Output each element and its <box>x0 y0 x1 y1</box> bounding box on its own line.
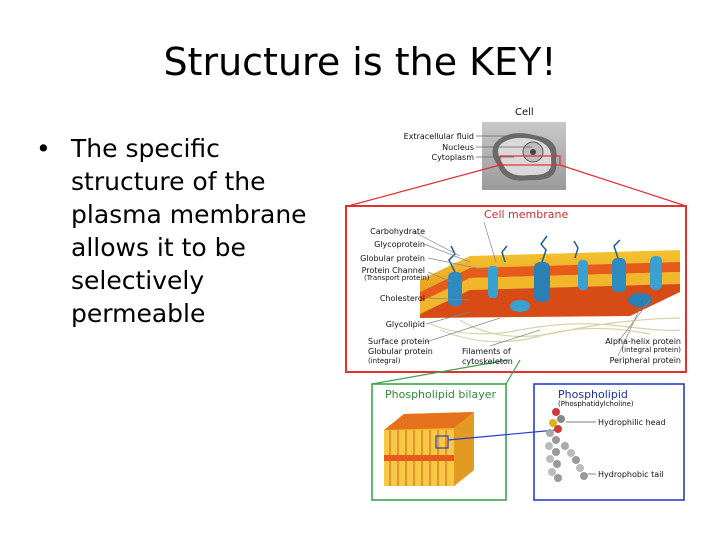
bullet-dot: • <box>36 134 51 163</box>
membrane-title: Cell membrane <box>484 208 569 221</box>
label-integral-protein: (integral protein) <box>621 346 681 354</box>
label-glycolipid: Glycolipid <box>385 320 425 329</box>
label-cholesterol: Cholesterol <box>379 294 425 303</box>
label-cytoskeleton: cytoskeleton <box>462 357 513 366</box>
label-hydrophilic-head: Hydrophilic head <box>598 418 666 427</box>
label-surface-protein: Surface protein <box>368 337 430 346</box>
slide-title: Structure is the KEY! <box>163 40 557 84</box>
cell-label-cytoplasm: Cytoplasm <box>431 153 474 162</box>
label-protein-channel: Protein Channel <box>361 266 425 275</box>
bilayer-title: Phospholipid bilayer <box>385 388 497 401</box>
cell-label: Cell <box>515 107 534 118</box>
cell-label-extracellular: Extracellular fluid <box>403 132 474 141</box>
label-carbohydrate: Carbohydrate <box>370 227 425 236</box>
label-peripheral-protein: Peripheral protein <box>609 356 681 365</box>
label-alpha-helix: Alpha-helix protein <box>605 337 681 346</box>
label-integral: (integral) <box>368 357 401 365</box>
cell-image <box>482 122 566 190</box>
cell-label-nucleus: Nucleus <box>442 143 474 152</box>
label-filaments: Filaments of <box>462 347 511 356</box>
phospholipid-molecule <box>545 408 588 482</box>
phospholipid-title: Phospholipid <box>558 388 628 401</box>
label-hydrophobic-tail: Hydrophobic tail <box>598 470 664 479</box>
label-transport-protein: (Transport protein) <box>364 274 430 282</box>
bilayer-block <box>384 412 474 486</box>
membrane-slab <box>420 235 681 343</box>
label-glycoprotein: Glycoprotein <box>374 240 425 249</box>
label-globular-protein-integral: Globular protein <box>368 347 433 356</box>
phospholipid-subtitle: (Phosphatidylcholine) <box>558 400 634 408</box>
label-globular-protein: Globular protein <box>360 254 425 263</box>
bullet-item-text: The specific structure of the plasma mem… <box>71 134 307 328</box>
